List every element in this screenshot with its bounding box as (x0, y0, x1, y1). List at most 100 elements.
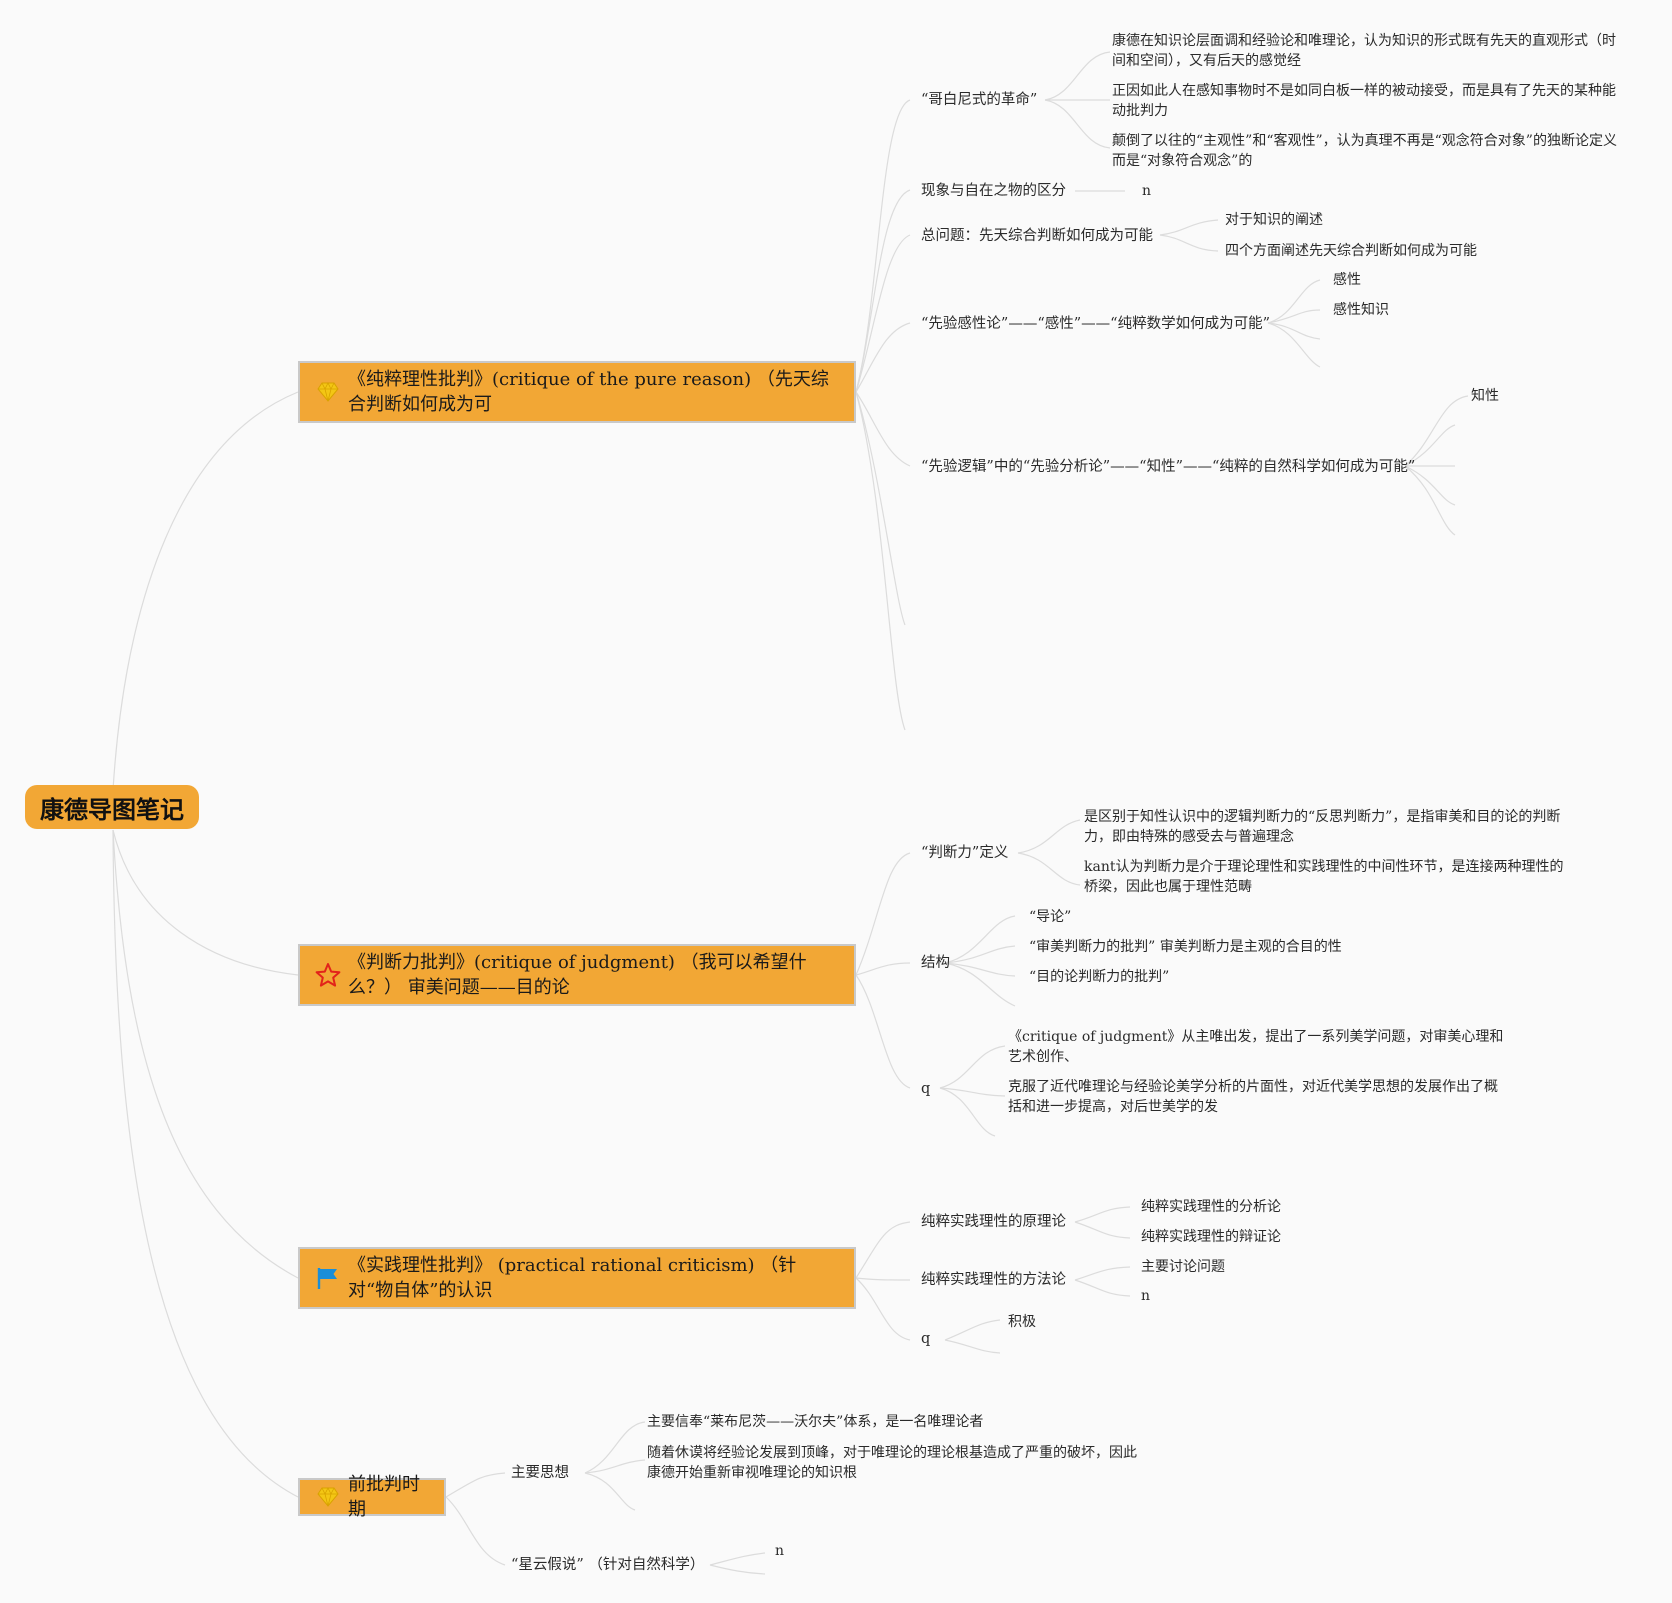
topic-leaf[interactable]: 纯粹实践理性的分析论 (1141, 1199, 1281, 1215)
edge-b1c3-l2 (1159, 234, 1219, 252)
edge-b2-c2 (855, 962, 911, 976)
topic-leaf[interactable]: 康德在知识论层面调和经验论和唯理论，认为知识的形式既有先天的直观形式（时间和空间… (1112, 33, 1616, 69)
topic-leaf[interactable]: 感性知识 (1333, 302, 1389, 318)
edge-b2c1-l1 (1017, 819, 1081, 854)
star-icon (314, 961, 342, 989)
edge-b1c3-l1 (1159, 219, 1219, 236)
edge-b1-c3 (855, 234, 911, 393)
topic-leaf[interactable]: 随着休谟将经验论发展到顶峰，对于唯理论的理论根基造成了严重的破坏，因此康德开始重… (647, 1445, 1137, 1481)
topic-leaf[interactable]: “导论” (1029, 909, 1072, 925)
topic-leaf[interactable]: 克服了近代唯理论与经验论美学分析的片面性，对近代美学思想的发展作出了概括和进一步… (1008, 1079, 1498, 1115)
topic-leaf[interactable]: kant认为判断力是介于理论理性和实践理性的中间性环节，是连接两种理性的桥梁，因… (1084, 859, 1564, 895)
edge-b3-c1 (855, 1221, 911, 1279)
edge-b3c2-l2 (1074, 1279, 1131, 1297)
topic-leaf[interactable]: 正因如此人在感知事物时不是如同白板一样的被动接受，而是具有了先天的某种能动批判力 (1112, 83, 1616, 119)
topic-leaf[interactable]: 主要讨论问题 (1141, 1259, 1225, 1275)
topic-transcendental-aesthetic[interactable]: “先验感性论”——“感性”——“纯粹数学如何成为可能” (921, 316, 1270, 332)
edge-b4c1-l1 (584, 1421, 646, 1474)
branch-title: 《纯粹理性批判》(critique of the pure reason) （先… (348, 369, 829, 415)
topic-leaf[interactable]: 知性 (1471, 388, 1499, 404)
edge-b1-c4 (855, 322, 911, 393)
edge-b4c1-e1 (584, 1472, 636, 1511)
topic-main-thoughts[interactable]: 主要思想 (511, 1465, 569, 1481)
topic-leaf[interactable]: 纯粹实践理性的辩证论 (1141, 1229, 1281, 1245)
edge-b1c4-e2 (1267, 322, 1321, 368)
edge-b1c4-l2 (1267, 309, 1321, 324)
topic-nebular-hypothesis[interactable]: “星云假说” （针对自然科学） (511, 1557, 705, 1573)
flag-icon (314, 1264, 342, 1292)
topic-leaf[interactable]: 积极 (1008, 1314, 1036, 1330)
topic-q[interactable]: q (921, 1081, 931, 1097)
edge-b3c3-l1 (944, 1319, 1001, 1341)
edge-b2c2-e1 (944, 962, 1016, 1007)
topic-leaf[interactable]: 颠倒了以往的“主观性”和“客观性”，认为真理不再是“观念符合对象”的独断论定义而… (1112, 133, 1617, 169)
edge-b2c2-l1 (944, 915, 1016, 964)
topic-leaf[interactable]: n (775, 1543, 785, 1559)
topic-leaf[interactable]: 《critique of judgment》从主唯出发，提出了一系列美学问题，对… (1008, 1029, 1504, 1065)
edge-b4c2-e1 (709, 1564, 766, 1575)
edge-b1-e1 (855, 391, 906, 626)
edge-b1c5-l1 (1404, 395, 1469, 467)
edge-b1-c5 (855, 391, 911, 467)
edge-b2c1-l2 (1017, 852, 1081, 886)
edge-b4-c1 (445, 1472, 506, 1498)
topic-q[interactable]: q (921, 1331, 931, 1347)
topic-leaf[interactable]: 是区别于知性认识中的逻辑判断力的“反思判断力”，是指审美和目的论的判断力，即由特… (1084, 809, 1561, 845)
edge-b4c1-l2 (584, 1459, 646, 1474)
edge-b1c1-l1 (1044, 51, 1111, 101)
edge-b1c5-e3 (1404, 465, 1456, 506)
edge-b1-e2 (855, 391, 906, 731)
topic-leaf[interactable]: n (1141, 1288, 1151, 1304)
edge-b2-c1 (855, 852, 911, 976)
edge-b1-c2 (855, 189, 911, 393)
gem-icon (314, 378, 342, 406)
topic-leaf[interactable]: n (1142, 183, 1152, 199)
topic-copernican-revolution[interactable]: “哥白尼式的革命” (921, 92, 1038, 108)
edge-b3c2-l1 (1074, 1266, 1131, 1281)
branch-critique-judgment[interactable]: 《判断力批判》(critique of judgment) （我可以希望什么？）… (298, 944, 856, 1006)
edge-root-b3 (112, 829, 299, 1279)
topic-principles[interactable]: 纯粹实践理性的原理论 (921, 1214, 1066, 1230)
edge-b3c3-e1 (944, 1339, 1001, 1354)
edge-b2-c3 (855, 974, 911, 1089)
edge-b2c2-l3 (944, 962, 1016, 977)
topic-phenomena-distinction[interactable]: 现象与自在之物的区分 (921, 183, 1066, 199)
edge-b3c1-l2 (1074, 1221, 1131, 1239)
topic-methodology[interactable]: 纯粹实践理性的方法论 (921, 1272, 1066, 1288)
topic-leaf[interactable]: “目的论判断力的批判” (1029, 969, 1170, 985)
edge-b1c5-e4 (1404, 465, 1456, 536)
edge-b2c3-e1 (939, 1087, 996, 1137)
edge-b1c1-l3 (1044, 99, 1111, 149)
branch-practical-reason[interactable]: 《实践理性批判》 (practical rational criticism) … (298, 1247, 856, 1309)
edge-b4c2-l1 (709, 1552, 766, 1566)
branch-title: 《实践理性批判》 (practical rational criticism) … (348, 1255, 797, 1301)
topic-leaf[interactable]: 四个方面阐述先天综合判断如何成为可能 (1225, 243, 1477, 259)
topic-structure[interactable]: 结构 (921, 955, 950, 971)
branch-title: 《判断力批判》(critique of judgment) （我可以希望什么？）… (348, 952, 807, 998)
edge-root-b4 (112, 829, 299, 1498)
topic-judgment-definition[interactable]: “判断力”定义 (921, 845, 1009, 861)
topic-leaf[interactable]: 主要信奉“莱布尼茨——沃尔夫”体系，是一名唯理论者 (647, 1414, 984, 1430)
topic-leaf[interactable]: “审美判断力的批判” 审美判断力是主观的合目的性 (1029, 939, 1342, 955)
branch-pre-critical[interactable]: 前批判时期 (298, 1474, 446, 1520)
root-topic[interactable]: 康德导图笔记 (25, 785, 199, 829)
gem-icon (314, 1483, 342, 1511)
topic-general-question[interactable]: 总问题：先天综合判断如何成为可能 (921, 228, 1153, 244)
edge-b3-c3 (855, 1277, 911, 1341)
branch-pure-reason[interactable]: 《纯粹理性批判》(critique of the pure reason) （先… (298, 361, 856, 423)
topic-transcendental-analytic[interactable]: “先验逻辑”中的“先验分析论”——“知性”——“纯粹的自然科学如何成为可能” (921, 459, 1416, 475)
edge-b3-c2 (855, 1277, 911, 1281)
edge-b4-c2 (445, 1496, 506, 1566)
edge-root-b2 (112, 829, 299, 976)
branch-title: 前批判时期 (348, 1474, 420, 1520)
edge-b2c2-l2 (944, 945, 1016, 964)
topic-leaf[interactable]: 感性 (1333, 272, 1361, 288)
edge-b1c4-l1 (1267, 279, 1321, 324)
topic-leaf[interactable]: 对于知识的阐述 (1225, 212, 1323, 228)
edge-b1c5-e1 (1404, 424, 1456, 467)
edge-b2c3-l1 (939, 1045, 1006, 1089)
edge-b2c3-l2 (939, 1087, 1006, 1097)
edge-root-b1 (112, 391, 299, 791)
edge-b3c1-l1 (1074, 1206, 1131, 1223)
